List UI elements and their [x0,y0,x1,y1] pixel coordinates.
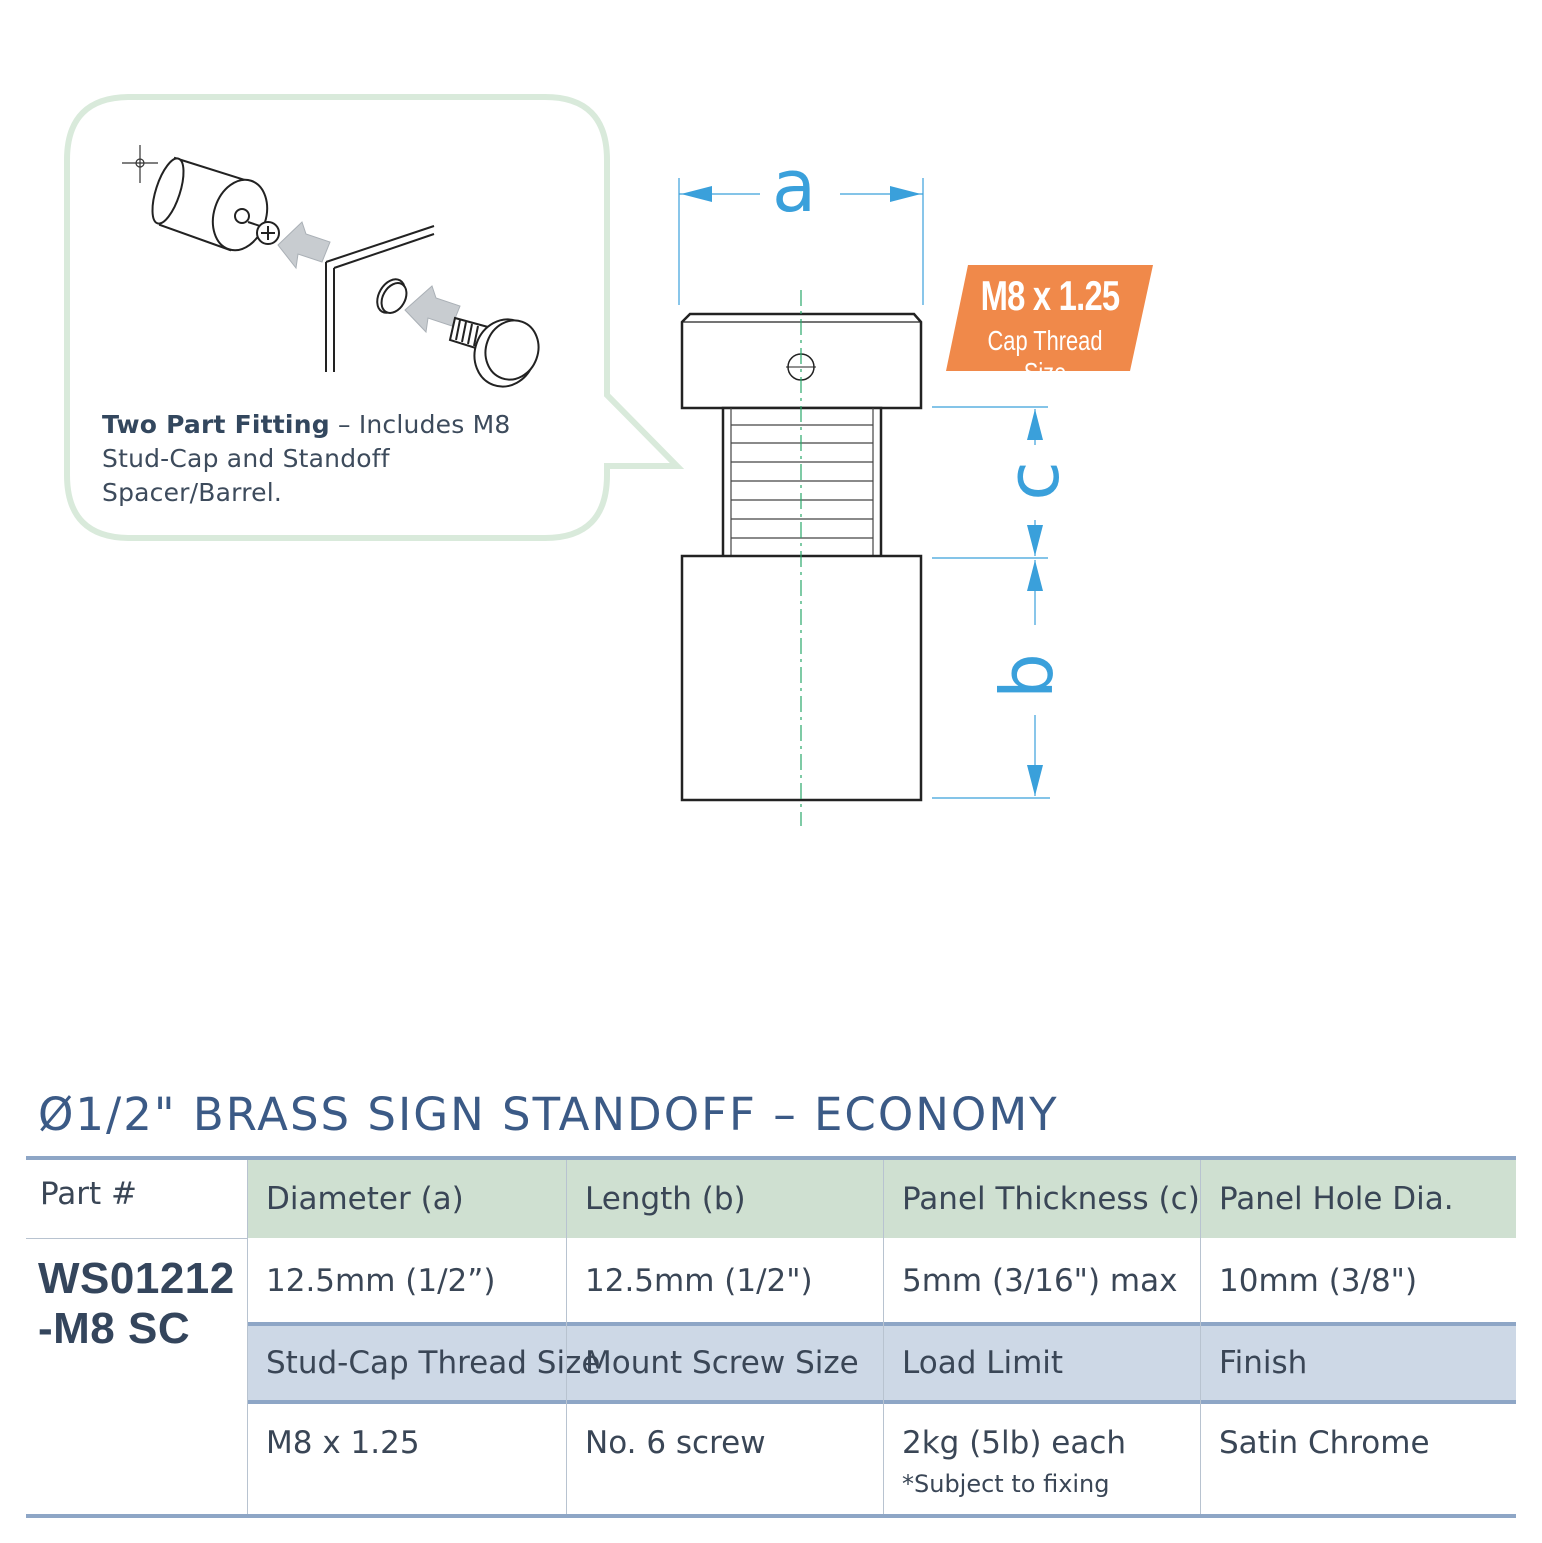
thread-size-badge-value: M8 x 1.25 [980,272,1120,319]
callout-line2: Stud-Cap and Standoff Spacer/Barrel. [102,444,390,507]
header-mount-screw: Mount Screw Size [585,1345,859,1381]
load-limit-footnote: *Subject to fixing [902,1470,1110,1498]
dim-b-arrow-top [1027,560,1043,591]
washer-icon [376,278,408,314]
technical-drawing [678,178,1153,826]
dimension-label-c: c [991,461,1075,501]
header-row-2-bg [248,1326,1516,1400]
panel-icon [325,225,435,372]
dim-c-arrow-bottom [1027,525,1043,556]
column-divider [1200,1160,1201,1516]
dim-b-arrow-bottom [1027,765,1043,796]
value-load-limit: 2kg (5lb) each [902,1425,1127,1461]
value-panel-hole: 10mm (3/8") [1219,1263,1418,1299]
callout-illustration [64,94,685,541]
table-rule-bottom [26,1514,1516,1518]
threaded-neck [721,406,883,560]
value-panel-thickness: 5mm (3/16") max [902,1263,1178,1299]
header-length: Length (b) [585,1181,746,1217]
table-rule-top [26,1156,1516,1160]
part-number-label: Part # [40,1176,138,1212]
part-number-line1: WS01212 [38,1254,235,1303]
header-diameter: Diameter (a) [266,1181,464,1217]
arrow-icon [277,221,461,334]
row-divider [26,1238,248,1239]
header-load-limit: Load Limit [902,1345,1064,1381]
dim-c-arrow-top [1027,409,1043,440]
product-title: Ø1/2" BRASS SIGN STANDOFF – ECONOMY [38,1088,1059,1141]
column-divider [247,1160,248,1516]
dimension-label-b: b [985,653,1069,699]
value-length: 12.5mm (1/2") [585,1263,813,1299]
column-divider [566,1160,567,1516]
header-finish: Finish [1219,1345,1308,1381]
dim-a-arrow-left [681,186,712,202]
dimension-label-a: a [772,144,817,228]
value-finish: Satin Chrome [1219,1425,1430,1461]
screw-icon [247,221,280,245]
part-number: WS01212 -M8 SC [38,1254,235,1354]
stud-cap-icon [448,316,540,388]
barrel-icon [151,156,269,252]
callout-separator: – [329,410,359,439]
header-panel-thickness: Panel Thickness (c) [902,1181,1200,1217]
value-thread-size: M8 x 1.25 [266,1425,420,1461]
crosshair-icon [122,145,158,183]
header-row-1-bg [248,1160,1516,1238]
part-number-line2: -M8 SC [38,1304,191,1353]
value-diameter: 12.5mm (1/2”) [266,1263,496,1299]
table-rule-mid-bottom [248,1400,1516,1404]
header-panel-hole: Panel Hole Dia. [1219,1181,1454,1217]
value-mount-screw: No. 6 screw [585,1425,766,1461]
callout-description: Two Part Fitting – Includes M8 Stud-Cap … [102,408,572,510]
column-divider [883,1160,884,1516]
table-rule-mid-top [248,1322,1516,1326]
spec-table: Diameter (a) Length (b) Panel Thickness … [26,1156,1516,1520]
header-thread-size: Stud-Cap Thread Size [266,1345,601,1381]
callout-title: Two Part Fitting [102,410,330,439]
dim-a-arrow-right [890,186,921,202]
thread-size-badge-label: Cap Thread Size [987,325,1103,388]
thread-size-badge-bg [946,265,1153,371]
callout-line1: Includes M8 [358,410,511,439]
